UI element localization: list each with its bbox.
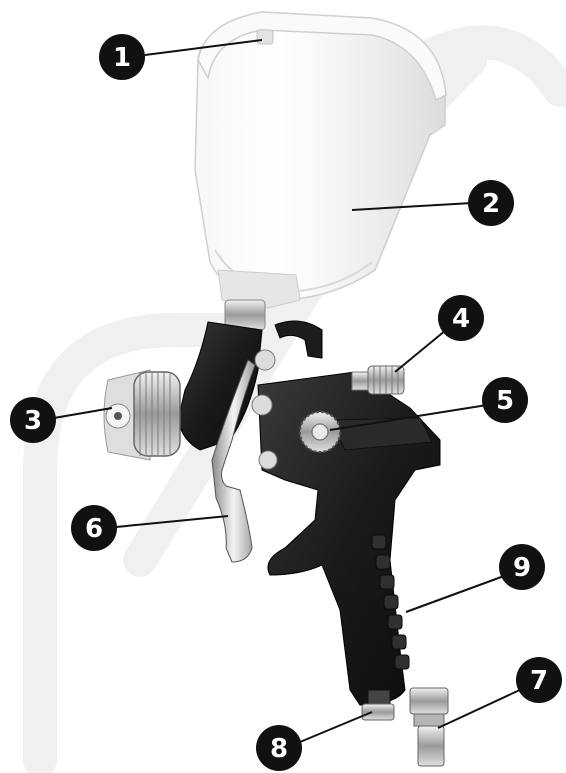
callout-label: 1 [113, 43, 131, 73]
callout-label: 9 [513, 553, 531, 583]
callout-1: 1 [99, 34, 145, 80]
leader-line-8 [299, 711, 373, 743]
callout-label: 5 [496, 386, 514, 416]
callout-3: 3 [10, 397, 56, 443]
callout-label: 7 [530, 666, 548, 696]
leader-line-7 [437, 687, 525, 729]
leader-line-6 [115, 515, 229, 528]
leader-line-5 [329, 404, 488, 431]
callout-8: 8 [256, 725, 302, 771]
callout-2: 2 [468, 180, 514, 226]
leader-line-3 [53, 407, 113, 419]
callout-4: 4 [438, 295, 484, 341]
handle-grip [371, 534, 410, 670]
gun-head [177, 320, 323, 451]
callout-5: 5 [482, 377, 528, 423]
leader-line-1 [144, 39, 263, 56]
air-cap [103, 369, 181, 461]
body-bolts [251, 349, 278, 470]
callout-7: 7 [516, 657, 562, 703]
trigger [211, 359, 256, 563]
callout-label: 6 [85, 514, 103, 544]
air-flow-valve [361, 689, 395, 721]
leader-lines [53, 39, 525, 743]
paint-cup [194, 17, 446, 309]
callout-label: 4 [452, 304, 470, 334]
leader-line-4 [394, 329, 447, 373]
callout-label: 8 [270, 734, 288, 764]
callout-9: 9 [499, 544, 545, 590]
callout-6: 6 [71, 505, 117, 551]
leader-line-2 [351, 202, 473, 211]
gun-body [257, 371, 441, 706]
air-inlet [409, 687, 449, 767]
pattern-adjust-knob [299, 411, 341, 453]
leader-line-9 [405, 575, 505, 613]
callout-label: 2 [482, 189, 500, 219]
callout-label: 3 [24, 406, 42, 436]
